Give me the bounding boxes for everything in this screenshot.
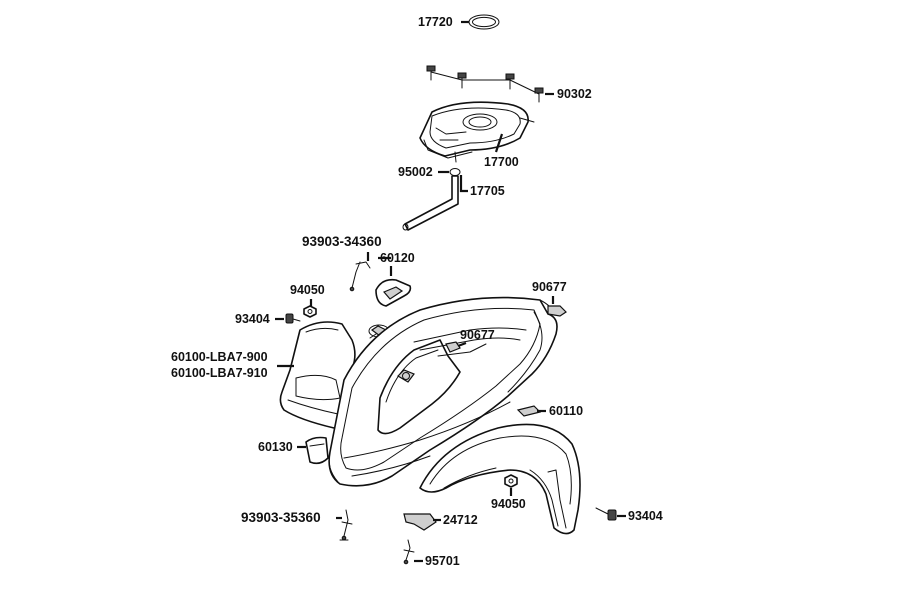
leader-17705 (459, 175, 468, 193)
label-17705: 17705 (470, 184, 505, 198)
clip-90677-right (547, 305, 567, 317)
label-24712: 24712 (443, 513, 478, 527)
leader-90677-center (457, 341, 467, 348)
screw-93903-34360 (349, 261, 371, 292)
clip-90677-center (445, 341, 461, 353)
label-60130: 60130 (258, 440, 293, 454)
bracket-60120 (375, 278, 412, 307)
leader-17700 (494, 133, 504, 153)
label-95002: 95002 (398, 165, 433, 179)
label-90677-right: 90677 (532, 280, 567, 294)
label-94050-bottom: 94050 (491, 497, 526, 511)
label-93404-left: 93404 (235, 312, 270, 326)
label-93903-35360: 93903-35360 (241, 510, 321, 525)
nut-94050-bottom (504, 474, 518, 488)
plate-24712 (403, 513, 437, 531)
label-17700: 17700 (484, 155, 519, 169)
tank-cover-17700 (419, 101, 535, 163)
label-60100-lba7-910: 60100-LBA7-910 (171, 366, 268, 380)
badge-60110 (516, 405, 542, 417)
gasket-ring-17720 (468, 14, 500, 30)
screw-93404-left (285, 313, 301, 324)
label-95701: 95701 (425, 554, 460, 568)
label-93404-right: 93404 (628, 509, 663, 523)
label-60120: 60120 (380, 251, 415, 265)
label-94050-top: 94050 (290, 283, 325, 297)
label-93903-34360: 93903-34360 (302, 234, 382, 249)
screw-set-90302 (426, 65, 544, 103)
label-17720: 17720 (418, 15, 453, 29)
breather-hose-17705 (402, 175, 459, 231)
label-60100-lba7-900: 60100-LBA7-900 (171, 350, 268, 364)
label-90677-center: 90677 (460, 328, 495, 342)
nut-94050-top (303, 305, 317, 318)
hose-clip-95002 (449, 168, 461, 176)
label-60110: 60110 (549, 404, 583, 418)
bracket-60130 (305, 436, 329, 465)
screw-93404-right (595, 507, 617, 521)
front-fender-assembly (328, 296, 581, 535)
bolt-95701 (403, 539, 415, 565)
label-90302: 90302 (557, 87, 592, 101)
screw-93903-35360 (339, 509, 353, 541)
